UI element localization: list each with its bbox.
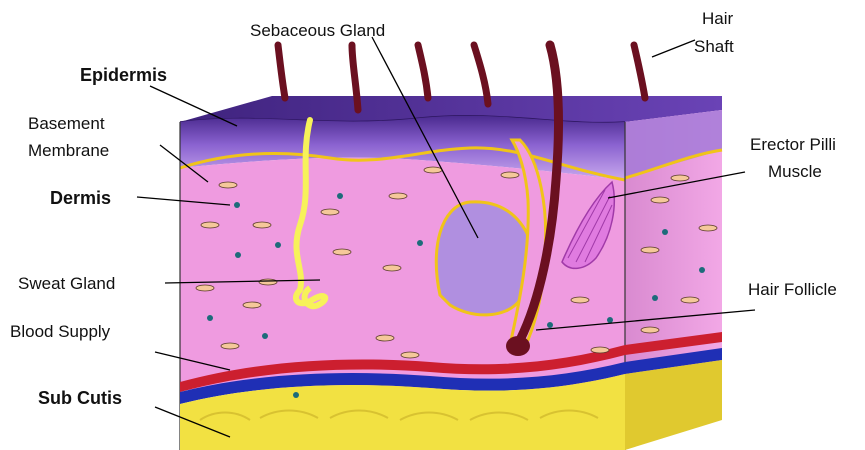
label-erector-pilli-line1: Erector Pilli [750,135,836,154]
label-hair-shaft-line2: Shaft [694,37,734,56]
label-basement-membrane-line2: Membrane [28,141,109,160]
label-dermis: Dermis [50,188,111,208]
label-sweat-gland: Sweat Gland [18,274,115,293]
pointer-hair-shaft [652,40,695,57]
label-sub-cutis: Sub Cutis [38,388,122,408]
label-basement-membrane-line1: Basement [28,114,105,133]
label-blood-supply: Blood Supply [10,322,111,341]
label-erector-pilli-line2: Muscle [768,162,822,181]
label-hair-follicle: Hair Follicle [748,280,837,299]
label-hair-shaft-line1: Hair [702,9,734,28]
label-sebaceous-gland: Sebaceous Gland [250,21,385,40]
label-epidermis: Epidermis [80,65,167,85]
